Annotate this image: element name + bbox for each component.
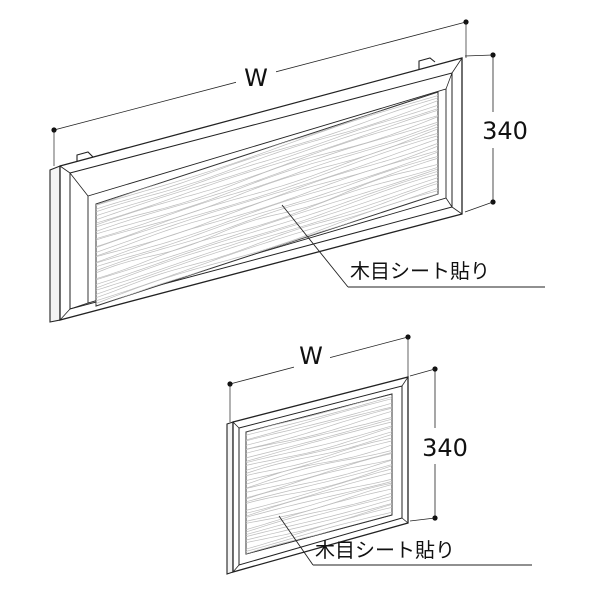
- wood-grain-line: [96, 106, 438, 223]
- wood-grain-line: [96, 95, 438, 212]
- wood-grain-line: [96, 166, 438, 283]
- wood-grain-line: [246, 458, 392, 500]
- width-dimension: W: [227, 334, 411, 422]
- wood-grain-line: [246, 463, 392, 504]
- wood-grain-line: [246, 424, 392, 465]
- wood-grain-line: [96, 178, 438, 297]
- height-dimension: 340: [464, 52, 534, 213]
- wood-grain-line: [246, 502, 392, 545]
- width-label: W: [299, 342, 323, 370]
- wood-grain-line: [246, 481, 392, 524]
- wood-grain-line: [96, 181, 438, 301]
- wood-grain-line: [246, 401, 392, 443]
- wood-grain-line: [246, 415, 392, 456]
- wood-grain-line: [96, 148, 438, 265]
- wood-grain-line: [96, 164, 438, 281]
- wood-grain-line: [246, 425, 392, 468]
- wood-grain-line: [96, 149, 438, 266]
- wood-grain-line: [246, 452, 392, 494]
- wood-grain-line: [96, 156, 438, 274]
- wood-grain-line: [246, 397, 392, 442]
- material-callout: 木目シート貼り: [281, 204, 545, 288]
- wood-grain-line: [246, 479, 392, 520]
- wood-grain-line: [96, 121, 438, 237]
- wide-panel-diagram: W 340 木目シート貼り: [49, 19, 545, 323]
- height-label: 340: [482, 117, 528, 145]
- wood-grain-line: [96, 188, 438, 306]
- mounting-tab: [418, 57, 436, 69]
- wood-grain-line: [246, 510, 392, 554]
- wood-grain-line: [246, 432, 392, 476]
- wood-grain-line: [246, 506, 392, 552]
- wood-grain-line: [96, 171, 438, 291]
- wood-grain-line: [246, 395, 392, 437]
- wood-grain-line: [96, 133, 438, 251]
- wood-grain-line: [246, 439, 392, 483]
- wood-grain-line: [246, 420, 392, 464]
- callout-label: 木目シート貼り: [315, 538, 455, 562]
- wood-grain-line: [96, 154, 438, 269]
- wood-grain-line: [96, 107, 438, 226]
- wood-grain-line: [246, 487, 392, 532]
- wood-grain-line: [246, 417, 392, 460]
- wood-grain-line: [246, 464, 392, 506]
- narrow-panel-diagram: W 340 木目シート貼り: [226, 334, 532, 575]
- wood-grain-line: [96, 93, 438, 208]
- wood-grain-line: [246, 495, 392, 537]
- wood-grain-line: [246, 430, 392, 473]
- wood-grain-line: [246, 477, 392, 519]
- wood-grain-panel: [95, 91, 439, 307]
- wood-grain-line: [246, 497, 392, 539]
- wood-grain-line: [246, 471, 392, 516]
- wood-grain-line: [96, 113, 438, 230]
- wood-grain-line: [246, 406, 392, 451]
- wood-grain-line: [246, 491, 392, 535]
- wood-grain-line: [96, 162, 438, 276]
- wood-grain-line: [246, 450, 392, 491]
- wood-grain-line: [96, 175, 438, 293]
- callout-label: 木目シート貼り: [350, 259, 490, 283]
- width-dimension: W: [51, 19, 469, 166]
- wood-grain-line: [246, 458, 392, 502]
- wood-grain-line: [246, 467, 392, 513]
- wood-grain-line: [246, 501, 392, 542]
- mounting-tab: [76, 151, 94, 163]
- height-label: 340: [422, 434, 468, 462]
- wood-grain-line: [96, 136, 438, 255]
- width-label: W: [244, 64, 268, 92]
- wood-grain-line: [96, 131, 438, 250]
- wood-grain-line: [96, 102, 438, 219]
- material-callout: 木目シート貼り: [278, 515, 532, 566]
- wood-grain-line: [96, 119, 438, 235]
- wood-grain-line: [246, 443, 392, 487]
- wood-grain-line: [246, 436, 392, 478]
- wood-grain-line: [246, 409, 392, 452]
- wood-grain-line: [246, 405, 392, 448]
- wood-grain-line: [246, 448, 392, 491]
- wood-grain-line: [96, 98, 438, 215]
- height-dimension: 340: [409, 366, 476, 522]
- wood-grain-line: [96, 124, 438, 241]
- wood-grain-line: [96, 169, 438, 287]
